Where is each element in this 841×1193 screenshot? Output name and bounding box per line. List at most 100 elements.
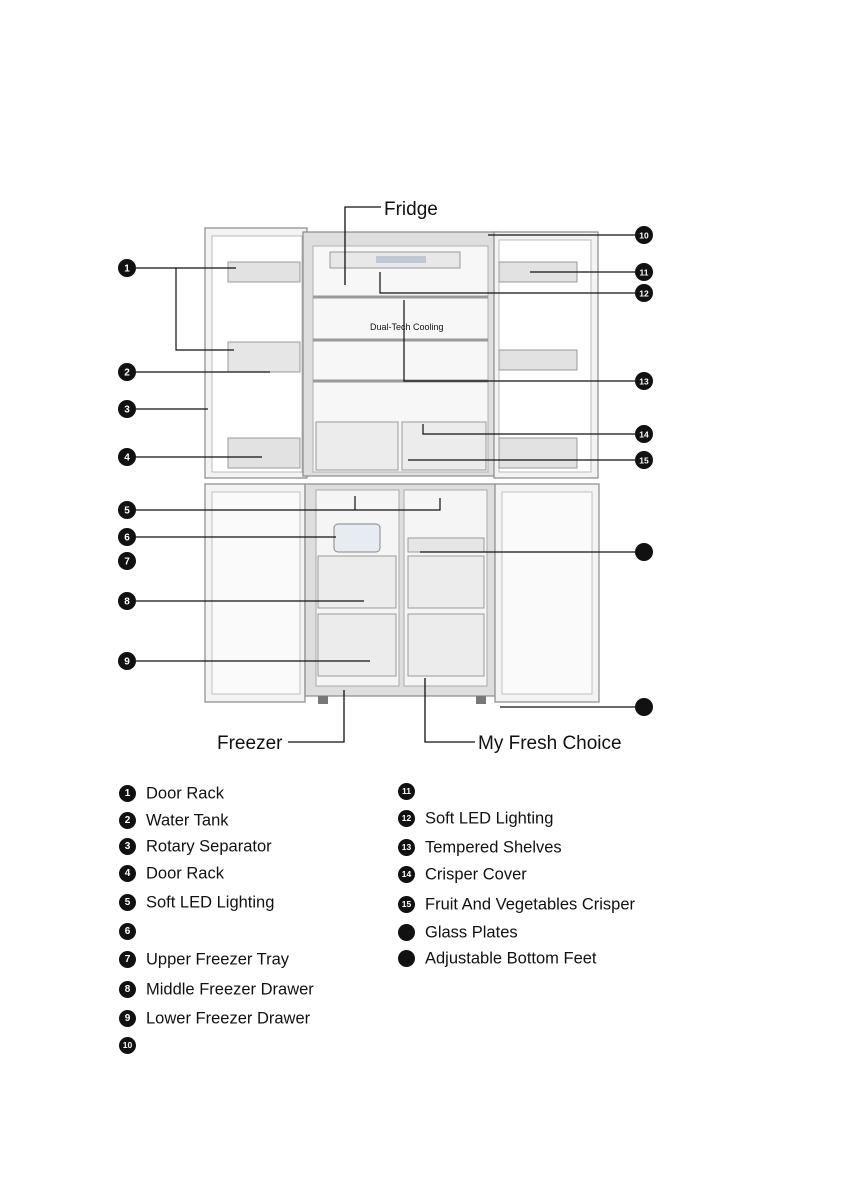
legend-badge: 12 <box>398 810 415 828</box>
legend-label: Soft LED Lighting <box>146 893 275 912</box>
legend-item-2: 2 Water Tank <box>119 811 229 830</box>
legend-item-8: 8 Middle Freezer Drawer <box>119 980 314 999</box>
callout-12: 12 <box>635 284 653 302</box>
svg-text:15: 15 <box>639 456 649 466</box>
callout-11: 11 <box>635 263 653 281</box>
callout-4: 4 <box>118 448 136 466</box>
legend-badge: 4 <box>119 865 136 883</box>
callout-leaders <box>136 234 635 708</box>
legend-label: Crisper Cover <box>425 865 527 884</box>
svg-text:5: 5 <box>124 506 130 517</box>
legend-label: Soft LED Lighting <box>425 809 554 828</box>
svg-text:10: 10 <box>639 231 649 241</box>
callout-9: 9 <box>118 652 136 670</box>
legend-item-6: 6 <box>119 923 146 941</box>
crisper-left <box>315 421 399 471</box>
left-door-rack-bottom <box>227 437 301 469</box>
legend-badge: 5 <box>119 894 136 912</box>
callout-3: 3 <box>118 400 136 418</box>
svg-text:6: 6 <box>124 533 130 544</box>
legend-label: Middle Freezer Drawer <box>146 980 314 999</box>
legend-label: Rotary Separator <box>146 837 272 856</box>
legend-item-15: 15 Fruit And Vegetables Crisper <box>398 895 636 914</box>
legend-item-11: 11 <box>398 783 425 801</box>
callout-2: 2 <box>118 363 136 381</box>
svg-text:14: 14 <box>639 430 649 440</box>
legend-badge: 13 <box>398 839 415 857</box>
legend-label: Door Rack <box>146 864 224 883</box>
legend-item-13: 13 Tempered Shelves <box>398 838 562 857</box>
legend-item-14: 14 Crisper Cover <box>398 865 527 884</box>
callout-badges: 1 2 3 4 5 6 7 8 9 10 11 12 13 14 15 <box>118 226 653 716</box>
legend-badge <box>398 950 415 968</box>
svg-text:1: 1 <box>124 264 130 275</box>
callout-8: 8 <box>118 592 136 610</box>
callout-5: 5 <box>118 501 136 519</box>
legend-item-bottom-feet: Adjustable Bottom Feet <box>398 949 597 968</box>
callout-13: 13 <box>635 372 653 390</box>
legend-badge: 14 <box>398 866 415 884</box>
svg-text:7: 7 <box>124 557 130 568</box>
legend-badge: 11 <box>398 783 415 801</box>
legend-badge: 7 <box>119 951 136 969</box>
legend-item-12: 12 Soft LED Lighting <box>398 809 554 828</box>
legend-badge: 8 <box>119 981 136 999</box>
legend-label: Glass Plates <box>425 923 518 942</box>
zone-leaders <box>288 206 475 743</box>
legend-label: Fruit And Vegetables Crisper <box>425 895 636 914</box>
legend-badge: 2 <box>119 812 136 830</box>
fresh-choice-title: My Fresh Choice <box>478 733 622 754</box>
legend-badge: 3 <box>119 838 136 856</box>
callout-14: 14 <box>635 425 653 443</box>
fridge-diagram: Dual-Tech Cooling Fridge F <box>118 199 653 754</box>
callout-glass-plates <box>635 543 653 561</box>
fridge-title: Fridge <box>384 199 438 220</box>
display-strip <box>376 256 426 263</box>
callout-1: 1 <box>118 259 136 277</box>
dual-tech-logo: Dual-Tech Cooling <box>370 322 444 332</box>
foot-left <box>318 696 328 704</box>
fresh-drawer-mid <box>407 555 485 609</box>
legend-item-4: 4 Door Rack <box>119 864 224 883</box>
legend-label: Upper Freezer Tray <box>146 950 290 969</box>
legend-badge: 10 <box>119 1037 136 1055</box>
svg-text:4: 4 <box>124 453 130 464</box>
svg-text:13: 13 <box>639 377 649 387</box>
legend-item-5: 5 Soft LED Lighting <box>119 893 275 912</box>
right-freezer-liner <box>501 491 593 695</box>
legend-badge: 9 <box>119 1010 136 1028</box>
legend-item-glass-plates: Glass Plates <box>398 923 518 942</box>
foot-right <box>476 696 486 704</box>
legend-label: Tempered Shelves <box>425 838 562 857</box>
freezer-title: Freezer <box>217 733 283 754</box>
fridge-illustration: Dual-Tech Cooling <box>204 227 600 704</box>
svg-text:9: 9 <box>124 657 130 668</box>
legend-badge: 15 <box>398 896 415 914</box>
legend-label: Adjustable Bottom Feet <box>425 949 597 968</box>
legend-item-7: 7 Upper Freezer Tray <box>119 950 290 969</box>
svg-text:8: 8 <box>124 597 130 608</box>
crisper-right <box>401 421 487 471</box>
callout-7: 7 <box>118 552 136 570</box>
fresh-drawer-low <box>407 613 485 677</box>
legend-label: Lower Freezer Drawer <box>146 1009 311 1028</box>
water-tank-rack <box>227 341 301 373</box>
legend-badge <box>398 924 415 942</box>
legend-item-9: 9 Lower Freezer Drawer <box>119 1009 311 1028</box>
legend-item-3: 3 Rotary Separator <box>119 837 272 856</box>
left-door-rack-top <box>227 261 301 283</box>
legend-badge: 6 <box>119 923 136 941</box>
svg-text:3: 3 <box>124 405 130 416</box>
legend-item-1: 1 Door Rack <box>119 784 224 803</box>
left-freezer-liner <box>211 491 301 695</box>
legend-item-10: 10 <box>119 1037 146 1055</box>
glass-plate <box>407 537 485 553</box>
legend-label: Door Rack <box>146 784 224 803</box>
svg-text:2: 2 <box>124 368 130 379</box>
callout-15: 15 <box>635 451 653 469</box>
middle-freezer-drawer <box>317 555 397 609</box>
legend-label: Water Tank <box>146 811 229 830</box>
legend-badge: 1 <box>119 785 136 803</box>
right-door-rack-mid <box>498 349 578 371</box>
callout-bottom-feet <box>635 698 653 716</box>
